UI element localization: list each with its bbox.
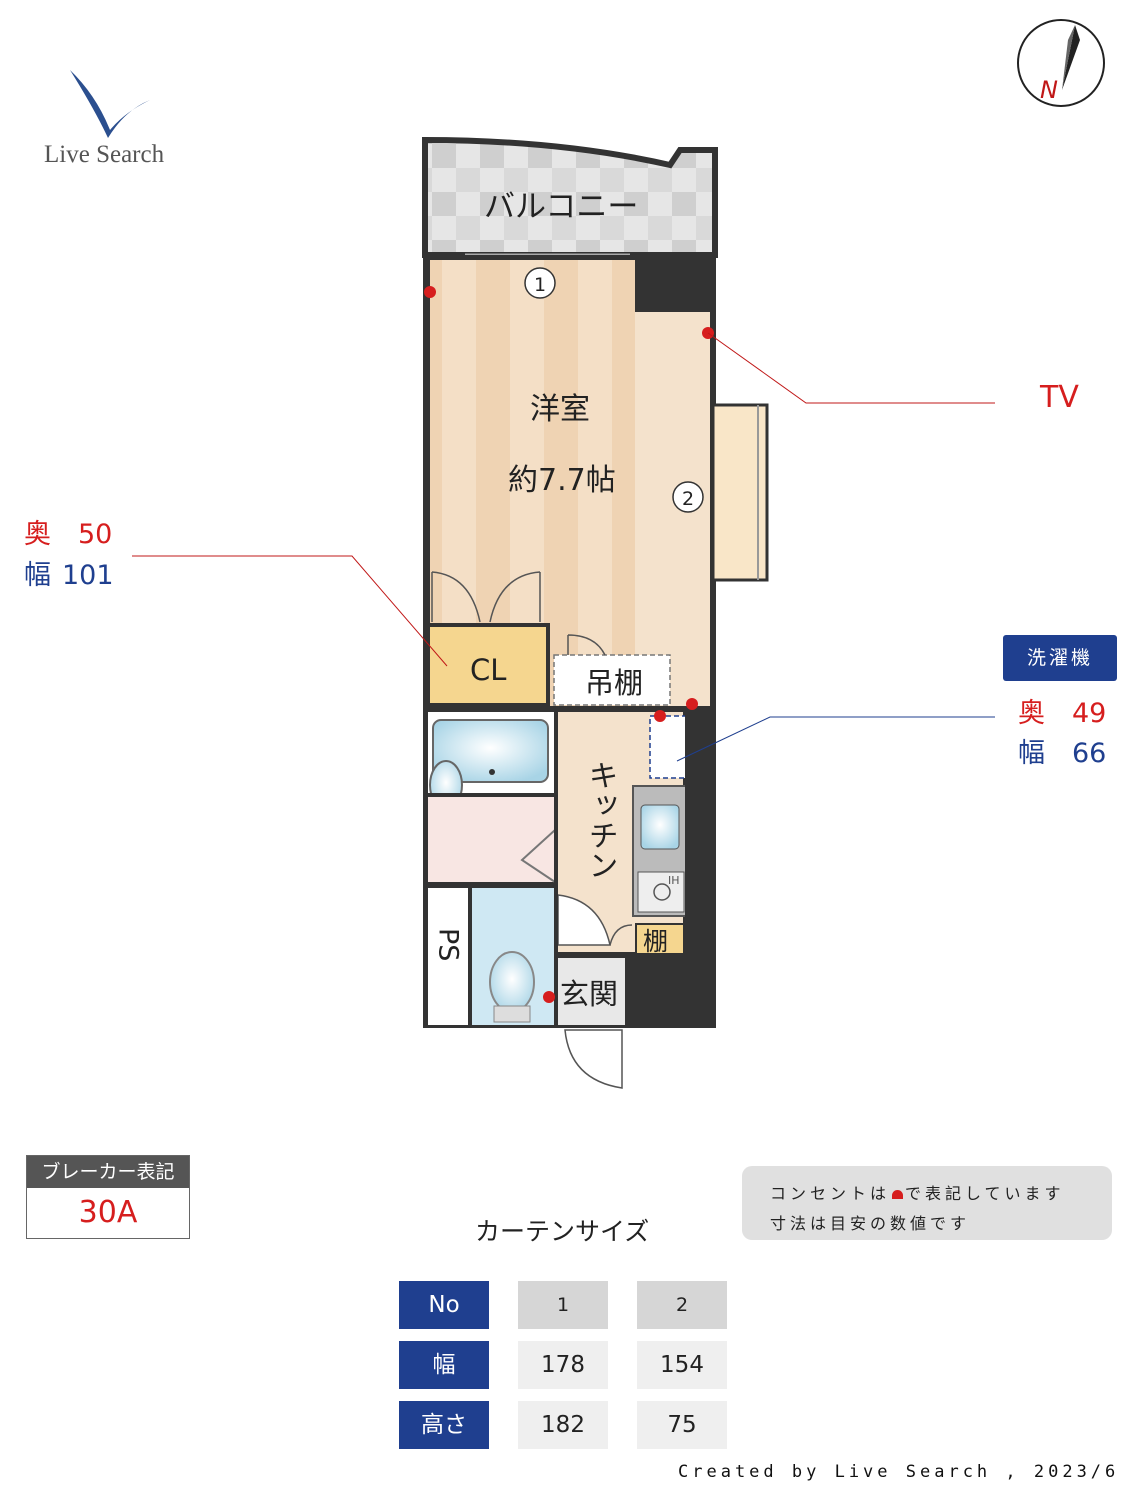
washer-depth-value: 49 xyxy=(1072,698,1106,729)
legend-notes: コンセントはで表記しています 寸法は目安の数値です xyxy=(742,1166,1112,1240)
washer-width-value: 66 xyxy=(1072,738,1106,769)
kitchen-sink xyxy=(640,804,680,850)
shelf-label: 棚 xyxy=(643,927,668,956)
breaker-value: 30A xyxy=(78,1195,138,1230)
note-line1-a: コンセントは xyxy=(770,1184,891,1203)
western-room-size: 約7.7帖 xyxy=(508,463,616,498)
closet-width-label: 幅 xyxy=(24,560,51,591)
closet xyxy=(426,623,550,707)
tv-label: TV xyxy=(1039,380,1079,415)
credit-line: Created by Live Search , 2023/6 xyxy=(678,1462,1120,1482)
curtain-col1-width: 178 xyxy=(518,1341,608,1389)
window-2-number: 2 xyxy=(682,488,694,510)
closet-width-value: 101 xyxy=(62,560,114,591)
logo-text: Live Search xyxy=(44,141,165,168)
curtain-col2-no: 2 xyxy=(637,1281,727,1329)
toilet-bowl xyxy=(489,951,535,1013)
balcony-label: バルコニー xyxy=(484,189,638,225)
shelf-box xyxy=(635,923,685,955)
curtain-header-width: 幅 xyxy=(399,1341,489,1389)
entrance-door xyxy=(564,1029,623,1089)
pipe-space xyxy=(428,888,468,1025)
note-line2: 寸法は目安の数値です xyxy=(770,1214,971,1233)
entrance-label: 玄関 xyxy=(560,977,618,1011)
washer-width-label: 幅 xyxy=(1018,738,1045,769)
curtain-col1-height: 182 xyxy=(518,1401,608,1449)
balcony-area xyxy=(422,136,718,258)
live-search-logo xyxy=(70,70,150,138)
curtain-title: カーテンサイズ xyxy=(475,1217,650,1246)
curtain-header-height: 高さ xyxy=(399,1401,489,1449)
inner-walls xyxy=(425,706,715,1025)
kitchen-label: キッチン xyxy=(583,760,618,880)
bathtub xyxy=(432,719,549,783)
entrance xyxy=(558,958,625,1025)
closet-leader xyxy=(132,555,448,667)
curtain-col1-no: 1 xyxy=(518,1281,608,1329)
hanging-shelf xyxy=(553,654,671,706)
compass-icon xyxy=(1017,19,1105,107)
breaker-box: ブレーカー表記 30A xyxy=(26,1155,190,1239)
breaker-header: ブレーカー表記 xyxy=(27,1156,189,1188)
window-marker-1 xyxy=(524,267,556,299)
hanging-shelf-label: 吊棚 xyxy=(585,666,643,700)
curtain-col2-width: 154 xyxy=(637,1341,727,1389)
curtain-header-no: No xyxy=(399,1281,489,1329)
outlet-icon xyxy=(892,1190,904,1199)
curtain-col2-height: 75 xyxy=(637,1401,727,1449)
western-room-label: 洋室 xyxy=(530,392,590,427)
note-line1-b: で表記しています xyxy=(905,1184,1065,1203)
washer-leader xyxy=(676,716,995,762)
compass-label: N xyxy=(1040,76,1058,104)
window-1-number: 1 xyxy=(534,274,546,296)
closet-doors xyxy=(431,571,541,623)
washer-depth-label: 奥 xyxy=(1018,698,1045,729)
washer-tag: 洗濯機 xyxy=(1003,635,1117,681)
closet-depth-label: 奥 xyxy=(24,519,51,550)
tv-leader xyxy=(707,332,995,404)
ps-label: PS xyxy=(433,928,464,961)
ih-stove xyxy=(637,871,685,913)
window-marker-2 xyxy=(672,481,704,513)
ih-label: IH xyxy=(668,874,680,887)
closet-depth-value: 50 xyxy=(78,519,112,550)
closet-label: CL xyxy=(470,653,506,687)
